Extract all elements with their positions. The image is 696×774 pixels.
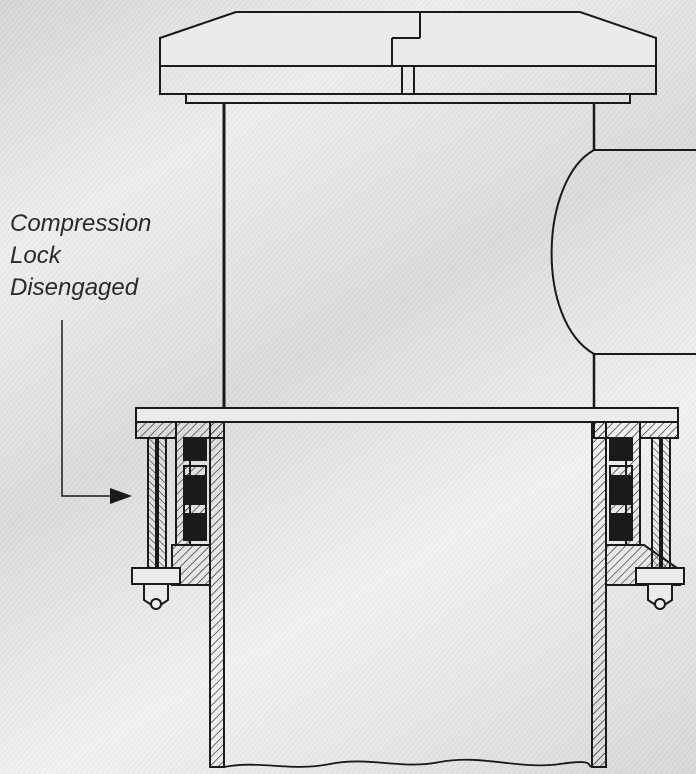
valve-body	[222, 103, 596, 408]
annotation-label: Compression Lock Disengaged	[10, 208, 151, 304]
pipe-break-line	[223, 758, 593, 768]
pipe-walls	[209, 421, 607, 768]
right-compression-assembly	[593, 421, 685, 610]
annotation-line-1: Compression	[10, 210, 152, 237]
annotation-line-3: Disengaged	[10, 274, 139, 301]
side-outlet	[550, 149, 696, 355]
left-compression-assembly	[131, 421, 225, 610]
annotation-arrow	[61, 320, 132, 504]
top-cap	[159, 11, 657, 104]
flange-plate	[135, 407, 679, 423]
annotation-line-2: Lock	[10, 242, 61, 269]
